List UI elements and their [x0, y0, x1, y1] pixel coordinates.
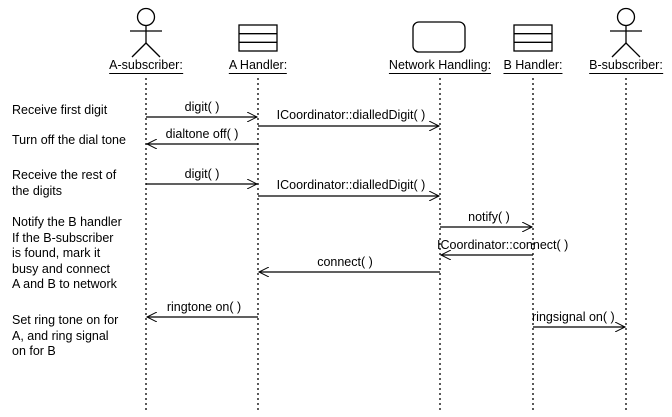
note-set-ring-tone: Set ring tone on for A, and ring signal …: [12, 313, 119, 358]
message-label-m7: ICoordinator::connect( ): [437, 238, 569, 252]
message-label-m9: ringtone on( ): [166, 300, 242, 314]
rounded-box-icon-network-handling: [412, 21, 466, 53]
message-label-m4: digit( ): [184, 167, 220, 181]
lifeline-label-b-subscriber: B-subscriber:: [589, 58, 663, 74]
lifeline-label-network-handling: Network Handling:: [388, 58, 492, 74]
message-label-m5: ICoordinator::dialledDigit( ): [276, 178, 426, 192]
note-receive-first-digit: Receive first digit: [12, 103, 108, 117]
lifeline-label-b-handler: B Handler:: [503, 58, 563, 74]
message-label-m6: notify( ): [468, 210, 510, 224]
lifeline-label-a-subscriber: A-subscriber:: [109, 58, 183, 74]
object-box-icon-b-handler: [513, 24, 553, 52]
message-label-m3: dialtone off( ): [165, 127, 239, 141]
message-label-m2: ICoordinator::dialledDigit( ): [276, 108, 426, 122]
note-receive-rest-digits: Receive the rest of the digits: [12, 168, 117, 198]
message-label-m8: connect( ): [317, 255, 373, 269]
message-label-m1: digit( ): [184, 100, 220, 114]
lifeline-label-a-handler: A Handler:: [228, 58, 288, 74]
message-label-m10: ringsignal on( ): [532, 310, 615, 324]
actor-stick-figure-icon-a-subscriber: [130, 7, 162, 58]
note-turn-off-dial-tone: Turn off the dial tone: [12, 133, 126, 147]
object-box-icon-a-handler: [238, 24, 278, 52]
actor-stick-figure-icon-b-subscriber: [610, 7, 642, 58]
note-notify-b-handler: Notify the B handler If the B-subscriber…: [12, 215, 122, 291]
